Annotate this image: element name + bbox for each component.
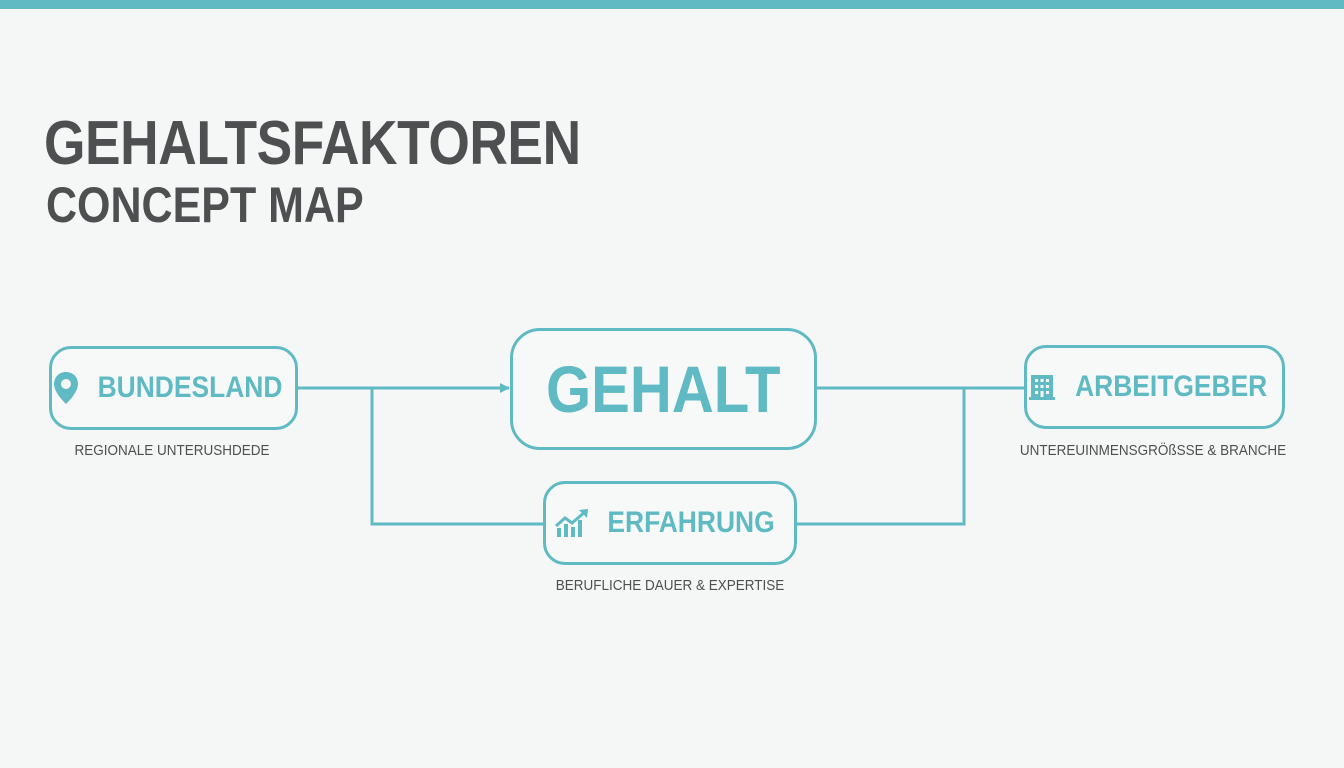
node-arbeitgeber-label: ARBEITGEBER xyxy=(1075,370,1268,403)
location-pin-icon xyxy=(53,371,79,405)
node-erfahrung-label: ERFAHRUNG xyxy=(607,506,775,539)
building-icon xyxy=(1028,373,1056,401)
top-accent-bar xyxy=(0,0,1344,9)
node-erfahrung[interactable]: ERFAHRUNG xyxy=(543,481,797,565)
caption-bundesland: REGIONALE UNTERUSHDEDE xyxy=(74,442,270,459)
page-subtitle: CONCEPT MAP xyxy=(46,177,364,233)
node-gehalt[interactable]: GEHALT xyxy=(510,328,817,450)
caption-arbeitgeber: UNTEREUINMENSGRÖßSSE & BRANCHE xyxy=(1019,442,1287,459)
node-bundesland[interactable]: BUNDESLAND xyxy=(49,346,298,430)
caption-erfahrung: BERUFLICHE DAUER & EXPERTISE xyxy=(555,577,785,594)
page-title: GEHALTSFAKTOREN xyxy=(44,109,581,178)
growth-chart-icon xyxy=(554,508,590,538)
connector-bundesland-erfahrung xyxy=(370,388,543,526)
node-gehalt-label: GEHALT xyxy=(546,352,781,426)
node-bundesland-label: BUNDESLAND xyxy=(97,371,282,404)
node-arbeitgeber[interactable]: ARBEITGEBER xyxy=(1024,345,1285,429)
connector-arbeitgeber-erfahrung xyxy=(797,388,966,526)
